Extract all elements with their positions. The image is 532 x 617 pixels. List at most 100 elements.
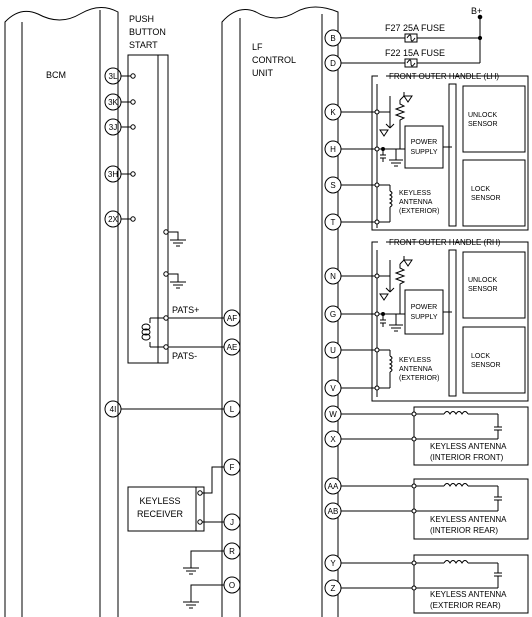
bcm-push-button-wires	[121, 75, 224, 410]
handle-rh-unlock-1: UNLOCK	[468, 277, 498, 284]
lf-pin-o: O	[223, 576, 241, 594]
bcm-pin-4i: 4I	[104, 400, 122, 418]
bcm-pin-3k: 3K	[104, 93, 122, 111]
lf-pin-ab: AB	[324, 502, 342, 520]
lf-right-pins: B D K H S T N G U V W X AA AB Y Z	[324, 29, 342, 597]
bcm-pin-3j: 3J	[104, 118, 122, 136]
handle-rh-power-1: POWER	[411, 304, 437, 311]
power-supply-fuses: B+ F27 25A FUSE F22 15A FUSE	[341, 6, 483, 68]
svg-text:3L: 3L	[109, 72, 118, 81]
lf-pin-l: L	[223, 400, 241, 418]
lf-pin-b: B	[324, 29, 342, 47]
handle-lh-antenna-2: ANTENNA	[399, 199, 433, 206]
lf-pin-w: W	[324, 405, 342, 423]
pats-minus-label: PATS-	[172, 351, 197, 361]
antenna-int-front-label-1: KEYLESS ANTENNA	[430, 442, 507, 451]
lf-pin-f: F	[223, 458, 241, 476]
lf-label-1: LF	[252, 42, 263, 52]
front-outer-handle-lh: FRONT OUTER HANDLE (LH)	[341, 72, 529, 231]
bcm-pin-3l: 3L	[104, 67, 122, 85]
keyless-antenna-interior-front: KEYLESS ANTENNA (INTERIOR FRONT)	[341, 406, 529, 466]
bcm-pins: 3L 3K 3J 3H 2X 4I	[104, 67, 122, 418]
svg-text:W: W	[329, 410, 337, 419]
bcm-pin-2x: 2X	[104, 210, 122, 228]
handle-rh-antenna-2: ANTENNA	[399, 366, 433, 373]
handle-lh-antenna-3: (EXTERIOR)	[399, 208, 439, 215]
handle-rh-lock-2: SENSOR	[471, 362, 501, 369]
lf-label-2: CONTROL	[252, 55, 296, 65]
push-button-label-3: START	[129, 40, 158, 50]
battery-label: B+	[471, 6, 482, 16]
svg-text:4I: 4I	[110, 405, 117, 414]
svg-text:3J: 3J	[109, 123, 117, 132]
fuse-f22-icon	[404, 58, 418, 68]
bcm-module: BCM	[4, 7, 119, 617]
pats-wires: PATS+ PATS-	[168, 305, 224, 361]
handle-rh-title: FRONT OUTER HANDLE (RH)	[389, 238, 501, 247]
receiver-label-2: RECEIVER	[137, 509, 184, 519]
lf-pin-h: H	[324, 140, 342, 158]
handle-rh-power-2: SUPPLY	[410, 314, 437, 321]
handle-lh-power-2: SUPPLY	[410, 149, 437, 156]
svg-text:Y: Y	[330, 559, 336, 568]
keyless-receiver: KEYLESS RECEIVER	[127, 466, 224, 532]
lf-left-pins: AF AE L F J R O	[223, 309, 241, 594]
svg-text:B: B	[330, 34, 335, 43]
svg-text:S: S	[330, 181, 335, 190]
lf-control-unit: LF CONTROL UNIT	[221, 6, 339, 617]
antenna-int-rear-label-2: (INTERIOR REAR)	[430, 526, 498, 535]
lf-pin-j: J	[223, 513, 241, 531]
svg-text:J: J	[230, 518, 234, 527]
bcm-pin-3h: 3H	[104, 165, 122, 183]
svg-text:3H: 3H	[108, 170, 118, 179]
lf-pin-aa: AA	[324, 477, 342, 495]
push-button-label-2: BUTTON	[129, 27, 166, 37]
lf-pin-ae: AE	[223, 338, 241, 356]
lf-ground-wires	[183, 550, 224, 609]
lf-pin-v: V	[324, 379, 342, 397]
svg-text:AA: AA	[328, 482, 339, 491]
handle-lh-antenna-1: KEYLESS	[399, 190, 431, 197]
pats-plus-label: PATS+	[172, 305, 199, 315]
svg-text:3K: 3K	[108, 98, 118, 107]
svg-text:L: L	[230, 405, 235, 414]
fuse-f27-label: F27 25A FUSE	[385, 23, 445, 33]
fuse-f27-icon	[404, 33, 418, 43]
svg-text:H: H	[330, 145, 336, 154]
front-outer-handle-rh: FRONT OUTER HANDLE (RH) POWER SUPPLY	[341, 238, 529, 402]
lf-pin-x: X	[324, 430, 342, 448]
lf-pin-s: S	[324, 176, 342, 194]
pats-coil-icon	[141, 317, 164, 348]
lf-pin-d: D	[324, 54, 342, 72]
handle-rh-antenna-3: (EXTERIOR)	[399, 375, 439, 382]
svg-text:F: F	[230, 463, 235, 472]
svg-text:AE: AE	[227, 343, 238, 352]
lf-label-3: UNIT	[252, 68, 273, 78]
lf-pin-z: Z	[324, 579, 342, 597]
bcm-label: BCM	[46, 70, 66, 80]
lf-pin-t: T	[324, 213, 342, 231]
handle-lh-power-1: POWER	[411, 139, 437, 146]
antenna-int-front-label-2: (INTERIOR FRONT)	[430, 453, 504, 462]
svg-text:AF: AF	[227, 314, 237, 323]
svg-text:R: R	[229, 547, 235, 556]
receiver-label-1: KEYLESS	[139, 496, 180, 506]
push-button-label-1: PUSH	[129, 14, 154, 24]
svg-text:V: V	[330, 384, 336, 393]
handle-lh-unlock-1: UNLOCK	[468, 112, 498, 119]
svg-text:AB: AB	[328, 507, 339, 516]
svg-text:O: O	[229, 581, 235, 590]
fuse-f22-label: F22 15A FUSE	[385, 48, 445, 58]
svg-text:G: G	[330, 310, 336, 319]
svg-text:X: X	[330, 435, 336, 444]
svg-text:N: N	[330, 272, 336, 281]
svg-text:Z: Z	[331, 584, 336, 593]
handle-lh-unlock-2: SENSOR	[468, 121, 498, 128]
lf-pin-af: AF	[223, 309, 241, 327]
lf-pin-y: Y	[324, 554, 342, 572]
svg-text:2X: 2X	[108, 215, 118, 224]
antenna-ext-rear-label-1: KEYLESS ANTENNA	[430, 590, 507, 599]
handle-lh-title: FRONT OUTER HANDLE (LH)	[389, 72, 499, 81]
svg-text:T: T	[331, 218, 336, 227]
svg-text:D: D	[330, 59, 336, 68]
